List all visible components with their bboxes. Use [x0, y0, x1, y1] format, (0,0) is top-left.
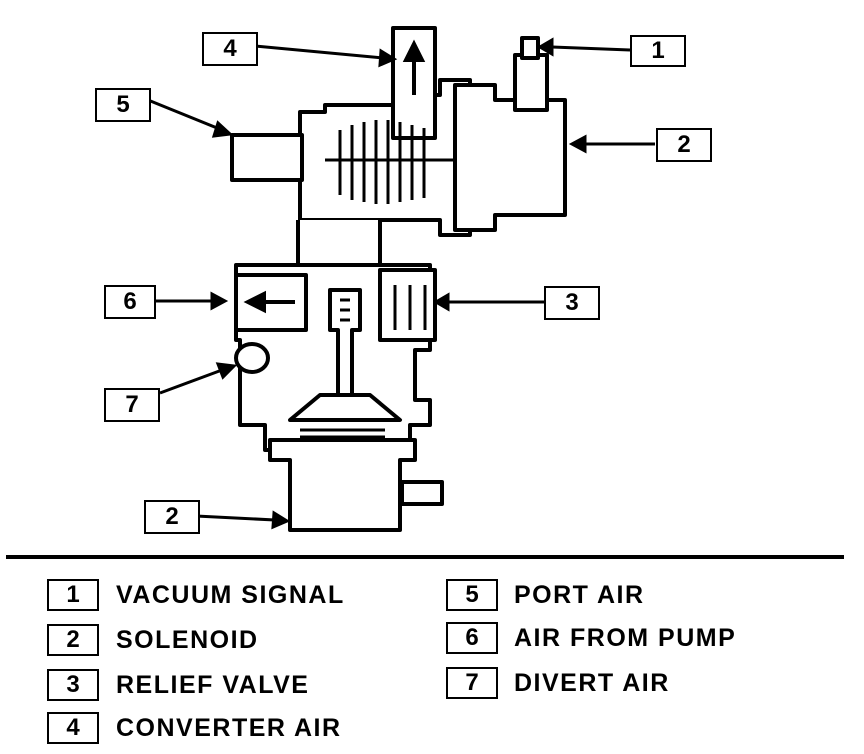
legend-label-2: SOLENOID [116, 626, 259, 654]
relief-valve-cap [378, 268, 437, 342]
legend-label-4: CONVERTER AIR [116, 714, 342, 742]
callout-2-bottom: 2 [144, 500, 200, 534]
legend-label-7: DIVERT AIR [514, 669, 670, 697]
legend-divider [6, 555, 844, 559]
leader-2-bottom [195, 514, 276, 522]
legend-num-4: 4 [47, 712, 99, 744]
leader-7 [159, 368, 223, 395]
legend-label-6: AIR FROM PUMP [514, 624, 737, 652]
valve-disc [288, 393, 402, 422]
solenoid-top-housing [453, 83, 567, 232]
callout-5: 5 [95, 88, 151, 122]
legend-num-6: 6 [446, 622, 498, 654]
port-air-fitting [230, 133, 304, 182]
solenoid-bottom-housing [268, 438, 417, 532]
callout-4: 4 [202, 32, 258, 66]
valve-neck [296, 220, 382, 267]
upper-housing [298, 78, 472, 237]
callout-6: 6 [104, 285, 156, 319]
leader-1 [551, 45, 631, 52]
legend-num-5: 5 [446, 579, 498, 611]
leader-5 [147, 98, 223, 132]
bottom-fitting [400, 480, 444, 506]
vacuum-signal-fitting [513, 53, 549, 112]
legend-num-3: 3 [47, 669, 99, 701]
legend-num-2: 2 [47, 624, 99, 656]
legend-num-1: 1 [47, 579, 99, 611]
callout-1: 1 [630, 35, 686, 67]
callout-3: 3 [544, 286, 600, 320]
callout-7: 7 [104, 388, 160, 422]
legend-num-7: 7 [446, 667, 498, 699]
legend-label-1: VACUUM SIGNAL [116, 581, 345, 609]
divert-air-port [234, 342, 270, 374]
valve-cutaway-diagram [147, 26, 655, 532]
callout-2-top: 2 [656, 128, 712, 162]
legend-label-3: RELIEF VALVE [116, 671, 310, 699]
leader-4 [254, 44, 384, 60]
legend-label-5: PORT AIR [514, 581, 645, 609]
